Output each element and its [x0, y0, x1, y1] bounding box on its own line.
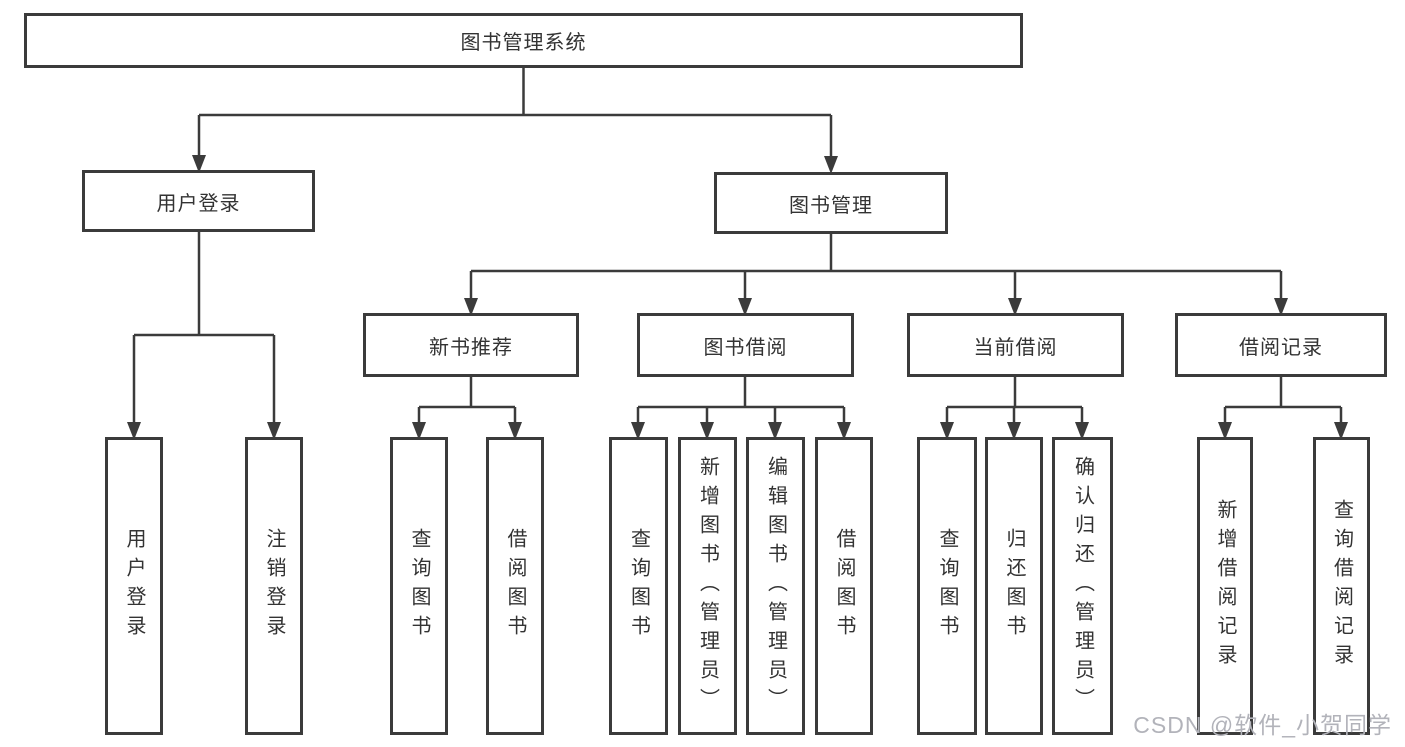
node-library-management-system: 图书管理系统	[24, 13, 1023, 68]
connector-userlogin-to-leaves	[127, 232, 281, 440]
node-new-book-recommendation: 新书推荐	[363, 313, 579, 377]
connector-currentborrow-to-leaves	[940, 377, 1089, 440]
leaf-query-books-borrow: 查询图书	[609, 437, 668, 735]
csdn-watermark: CSDN @软件_小贺同学	[1133, 712, 1392, 738]
leaf-borrow-books: 借阅图书	[815, 437, 873, 735]
leaf-query-books-current: 查询图书	[917, 437, 977, 735]
leaf-confirm-return-admin: 确认归还（管理员）	[1052, 437, 1113, 735]
leaf-logout: 注销登录	[245, 437, 303, 735]
connector-root-to-level2	[192, 68, 838, 174]
leaf-add-borrow-record: 新增借阅记录	[1197, 437, 1253, 735]
connector-borrowrecords-to-leaves	[1218, 377, 1348, 440]
node-book-management: 图书管理	[714, 172, 948, 234]
node-user-login: 用户登录	[82, 170, 315, 232]
leaf-query-books-recommend: 查询图书	[390, 437, 448, 735]
leaf-query-borrow-record: 查询借阅记录	[1313, 437, 1370, 735]
node-borrowing-records: 借阅记录	[1175, 313, 1387, 377]
leaf-edit-book-admin: 编辑图书（管理员）	[746, 437, 805, 735]
leaf-return-books: 归还图书	[985, 437, 1043, 735]
connector-newbook-to-leaves	[412, 377, 522, 440]
node-book-borrowing: 图书借阅	[637, 313, 854, 377]
node-current-borrowing: 当前借阅	[907, 313, 1124, 377]
leaf-add-book-admin: 新增图书（管理员）	[678, 437, 737, 735]
leaf-borrow-books-recommend: 借阅图书	[486, 437, 544, 735]
connector-bookmgmt-to-level3	[464, 234, 1288, 316]
leaf-user-login: 用户登录	[105, 437, 163, 735]
connector-bookborrow-to-leaves	[631, 377, 851, 440]
